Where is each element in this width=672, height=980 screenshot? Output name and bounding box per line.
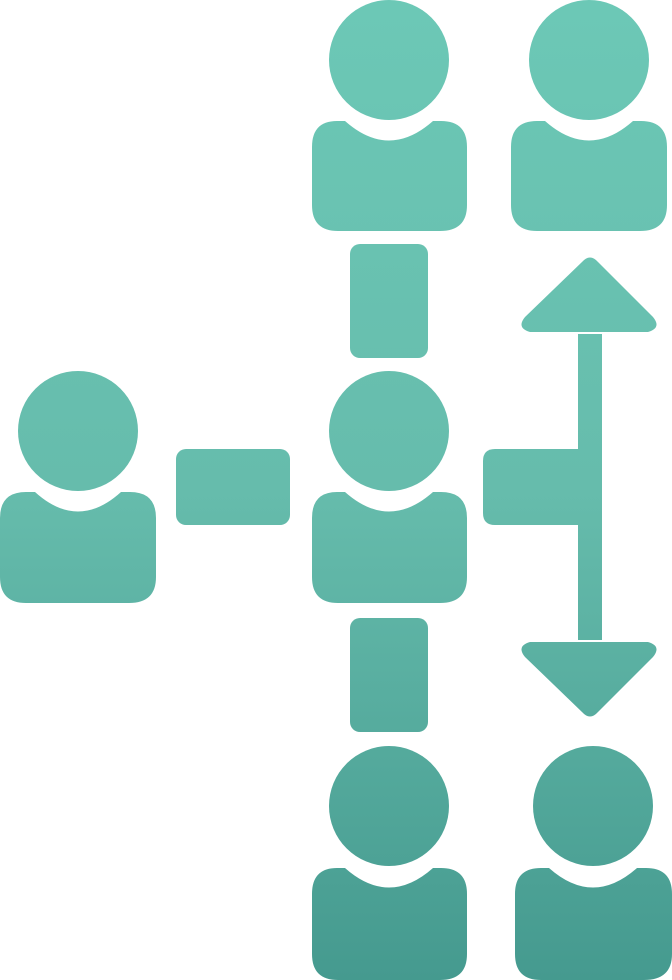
person-top-center-icon bbox=[312, 0, 467, 231]
person-top-right-icon bbox=[511, 0, 667, 231]
person-bottom-right-icon bbox=[515, 746, 672, 980]
double-headed-arrow-icon bbox=[521, 257, 657, 717]
arrow-head-down bbox=[521, 642, 657, 717]
person-left-icon bbox=[0, 371, 156, 603]
person-bottom-center-icon bbox=[312, 746, 467, 980]
connector-left-to-center bbox=[176, 449, 290, 525]
arrow-head-up bbox=[521, 257, 657, 332]
connector-center-to-right-arrow bbox=[483, 449, 578, 525]
connector-top-to-center bbox=[350, 244, 428, 358]
connector-center-to-bottom bbox=[350, 618, 428, 732]
person-center-icon bbox=[312, 371, 467, 603]
